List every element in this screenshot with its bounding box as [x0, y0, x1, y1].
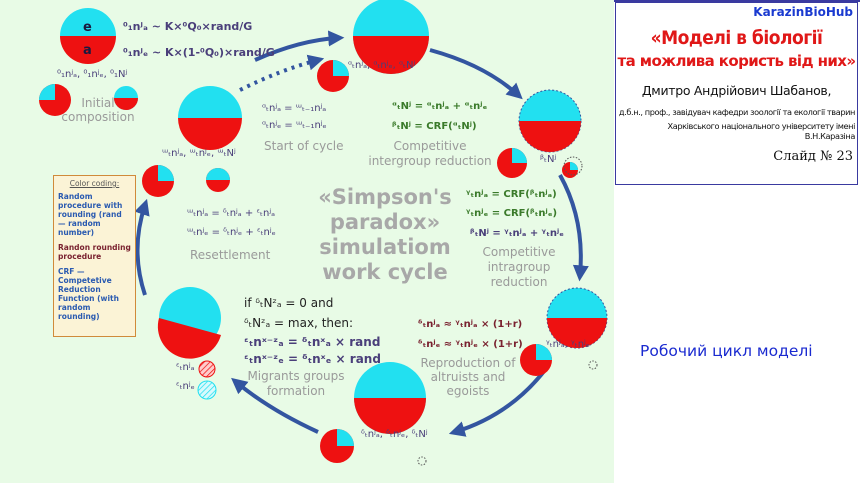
reproduction-small-circle — [320, 429, 354, 463]
arrow-top — [254, 30, 345, 62]
initial-formula-e: ⁰₁nʲₑ ~ K×(1-⁰Q₀)×rand/G — [123, 46, 275, 59]
arrow-right-mid — [558, 174, 589, 282]
arrow-left — [134, 198, 150, 296]
migrants-hatched-red — [198, 360, 216, 378]
reproduction-formula-2: ᵟₜnʲₑ ≈ ᵞₜnʲₑ × (1+r) — [418, 339, 523, 350]
intergroup-formula-1: ᵅₜNʲ = ᵅₜnʲₐ + ᵅₜnʲₑ — [392, 101, 488, 112]
intragroup-title: Competitive intragroup reduction — [482, 245, 556, 289]
reproduction-formula-1: ᵟₜnʲₐ ≈ ᵞₜnʲₐ × (1+r) — [418, 319, 523, 330]
initial-vars: ⁰₁nʲₐ, ⁰₁nʲₑ, ⁰₁Nʲ — [57, 69, 128, 80]
initial-title: Initial composition — [61, 96, 135, 124]
start-formula-e: ᵅₜnʲₑ = ᵚₜ₋₁nʲₑ — [262, 120, 327, 131]
diagram-canvas: e a ⁰₁nʲₐ ~ K×⁰Q₀×rand/G ⁰₁nʲₑ ~ K×(1-⁰Q… — [0, 0, 614, 483]
intragroup-formula-2: ᵞₜnʲₑ = CRF(ᵝₜnʲₑ) — [466, 208, 558, 219]
center-title-line-1: «Simpson's — [318, 185, 452, 209]
arrow-right-bottom — [448, 368, 547, 437]
center-title-line-3: simulatiom — [319, 235, 451, 259]
header-strip — [614, 0, 860, 2]
slide-title-line-2: та можлива користь від них» — [617, 52, 857, 70]
start-title: Start of cycle — [264, 139, 344, 153]
author-name: Дмитро Андрійович Шабанов, — [641, 83, 832, 98]
resettlement-tiny-circle — [206, 168, 230, 192]
migrants-formula-1: ᵋₜnˣ⁻ᶻₐ = ᵟₜnˣₐ × rand — [244, 335, 381, 349]
migrants-cond-1: if ᵟₜNᶻₐ = 0 and — [244, 296, 334, 310]
legend-title: Color coding: — [69, 179, 120, 188]
slide-caption: Робочий цикл моделі — [640, 342, 813, 360]
initial-label-e: e — [83, 20, 92, 35]
initial-formula-a: ⁰₁nʲₐ ~ K×⁰Q₀×rand/G — [123, 20, 253, 33]
initial-small-cyan-circle — [114, 86, 138, 110]
initial-small-red-circle — [39, 84, 71, 116]
arrow-bottom — [231, 377, 319, 434]
color-legend: Color coding: Random procedure with roun… — [53, 175, 136, 337]
intragroup-small-circle — [520, 344, 552, 376]
resettlement-title: Resettlement — [190, 248, 271, 262]
migrants-hatched-cyan — [197, 380, 217, 400]
intergroup-formula-2: ᵝₜNʲ = CRF(ᵅₜNʲ) — [392, 121, 477, 132]
resettlement-formula-1: ᵚₜnʲₐ = ᵟₜnʲₐ + ᵋₜnʲₐ — [187, 208, 276, 219]
intergroup-tiny-circle — [562, 156, 583, 178]
arrow-right-top — [429, 48, 523, 100]
slide-title-line-1: «Моделі в біології — [650, 27, 823, 49]
reproduction-title: Reproduction of altruists and egoists — [420, 356, 516, 398]
intragroup-big-circle — [546, 287, 608, 349]
arrow-top-dotted — [239, 54, 325, 92]
intergroup-vars: ᵝₜNʲ — [540, 154, 557, 165]
affiliation-line-1: д.б.н., проф., завідувач кафедри зоологі… — [618, 107, 856, 117]
cycle-graphics — [39, 0, 608, 466]
slide-number: Слайд № 23 — [773, 149, 853, 164]
center-title-line-4: work cycle — [322, 260, 448, 284]
intergroup-small-circle — [497, 148, 527, 178]
intragroup-formula-1: ᵞₜnʲₐ = CRF(ᵝₜnʲₐ) — [466, 189, 557, 200]
reproduction-empty-circle — [417, 456, 427, 466]
affiliation-line-2: Харківського національного університету … — [667, 121, 856, 141]
legend-item-crf: CRF — Competetive Reduction Function (wi… — [58, 267, 119, 321]
center-title: «Simpson's paradox» simulatiom work cycl… — [300, 185, 470, 285]
resettlement-formula-2: ᵚₜnʲₑ = ᵟₜnʲₑ + ᵋₜnʲₑ — [187, 227, 276, 238]
reproduction-big-circle — [354, 362, 426, 434]
migrants-formula-2: ᵋₜnˣ⁻ᶻₑ = ᵟₜnˣₑ × rand — [244, 352, 381, 366]
legend-item-random: Random procedure with rounding (rand — r… — [58, 192, 123, 237]
start-big-circle — [178, 86, 242, 150]
initial-big-circle — [60, 8, 116, 64]
intragroup-formula-3: ᵝₜNʲ = ᵞₜnʲₐ + ᵞₜnʲₑ — [470, 228, 564, 239]
resettlement-small-circle — [142, 165, 174, 197]
slide-info-box: KarazinBioHub «Моделі в біології та можл… — [615, 2, 858, 185]
migrants-big-circle — [157, 287, 221, 359]
migrants-cond-2: ᵟₜNᶻₐ = max, then: — [244, 316, 354, 330]
intergroup-big-circle — [518, 89, 582, 153]
migrants-vars-e: ᵋₜnʲₑ — [176, 381, 195, 392]
center-title-line-2: paradox» — [329, 210, 441, 234]
migrants-title: Migrants groups formation — [247, 369, 345, 398]
legend-item-rounding: Randon rounding procedure — [58, 243, 131, 261]
reproduction-vars: ᵟₜnʲₐ, ᵟₜnʲₑ, ᵟₜNʲ — [361, 429, 428, 440]
hub-name: KarazinBioHub — [753, 5, 853, 19]
migrants-vars-a: ᵋₜnʲₐ — [176, 362, 195, 373]
intergroup-title: Competitive intergroup reduction — [368, 139, 492, 168]
start-vars: ᵅₜnʲₐ, ᵅₜnʲₑ, ᵅₜNʲ — [348, 60, 416, 71]
start-formula-a: ᵅₜnʲₐ = ᵚₜ₋₁nʲₐ — [262, 103, 327, 114]
initial-label-a: a — [83, 43, 92, 58]
intragroup-vars: ᵞₜnʲₐ, ᵞₜnʲₑ — [546, 339, 590, 350]
intragroup-empty-circle — [588, 360, 598, 370]
top-big-circle — [353, 0, 429, 74]
start-small-circle — [317, 60, 349, 92]
resettlement-vars: ᵚₜnʲₐ, ᵚₜnʲₑ, ᵚₜNʲ — [162, 148, 236, 159]
